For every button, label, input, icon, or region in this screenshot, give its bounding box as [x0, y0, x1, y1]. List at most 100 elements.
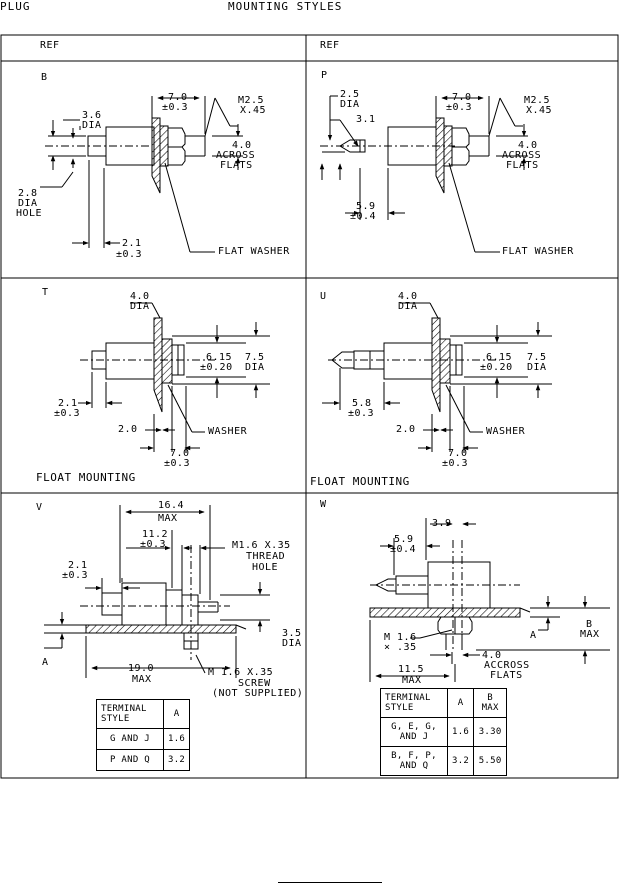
table-cell: P AND Q	[96, 749, 164, 771]
panel-t-washer: WASHER	[208, 426, 248, 437]
panel-p-dia: 2.5	[340, 89, 360, 100]
panel-v-table: TERMINAL STYLE A G AND J 1.6 P AND Q 3.2	[96, 699, 191, 771]
panel-b-dia-36: 3.6	[82, 110, 102, 121]
panel-b-thread: M2.5	[238, 95, 265, 106]
panel-b-len-tol: ±0.3	[116, 249, 143, 260]
panel-t-len: 2.1	[58, 398, 78, 409]
panel-v-35: 3.5	[282, 628, 302, 639]
panel-v-19: 19.0	[128, 663, 155, 674]
panel-t-len-tol: ±0.3	[54, 408, 81, 419]
panel-u-len: 5.8	[352, 398, 372, 409]
panel-u-drawing	[322, 302, 552, 452]
footer-rule	[278, 882, 382, 883]
table-header-a: A	[446, 688, 475, 718]
panel-v-screw-note: (NOT SUPPLIED)	[212, 688, 304, 699]
panel-p-af: 4.0	[518, 140, 538, 151]
panel-w-b-max: MAX	[580, 629, 600, 640]
panel-w-115-max: MAX	[402, 675, 422, 686]
panel-v-label: V	[36, 502, 43, 513]
panel-u-dia-label: DIA	[398, 301, 418, 312]
panel-b-thread-pitch: X.45	[240, 105, 267, 116]
panel-u-d7: 7.0	[448, 448, 468, 459]
panel-t-two: 2.0	[118, 424, 138, 435]
panel-p-label: P	[321, 70, 328, 81]
panel-u-615: 6.15	[486, 352, 513, 363]
panel-u-washer: WASHER	[486, 426, 526, 437]
table-header-a: A	[162, 699, 191, 729]
panel-b-label: B	[41, 72, 48, 83]
panel-t-label: T	[42, 287, 49, 298]
table-row: G AND J 1.6	[96, 728, 191, 750]
table-row: TERMINAL STYLE A B MAX	[380, 688, 508, 718]
panel-u-75: 7.5	[527, 352, 547, 363]
table-cell: 3.2	[162, 749, 191, 771]
panel-v-drawing	[44, 505, 270, 678]
panel-v-thread-label: THREAD	[246, 551, 286, 562]
table-cell: G AND J	[96, 728, 164, 750]
table-cell: 1.6	[446, 717, 475, 747]
panel-w-af-label2: FLATS	[490, 670, 523, 681]
plug-label: PLUG	[0, 0, 31, 13]
panel-w-59: 5.9	[394, 534, 414, 545]
panel-w-59-tol: ±0.4	[390, 544, 417, 555]
panel-w-b: B	[586, 619, 593, 630]
panel-v-a: A	[42, 657, 49, 668]
panel-p-af-label: ACROSS	[502, 150, 542, 161]
panel-u-615-tol: ±0.20	[480, 362, 513, 373]
panel-v-35-dia: DIA	[282, 638, 302, 649]
panel-b-dim-7-tol: ±0.3	[162, 102, 189, 113]
panel-v-len: 2.1	[68, 560, 88, 571]
panel-v-max-label: MAX	[158, 513, 178, 524]
panel-w-m16-pitch: × .35	[384, 642, 417, 653]
panel-v-19-max: MAX	[132, 674, 152, 685]
panel-p-drawing	[319, 95, 528, 253]
panel-p-pin: 3.1	[356, 114, 376, 125]
panel-t-dia-label: DIA	[130, 301, 150, 312]
panel-t-75-dia: DIA	[245, 362, 265, 373]
panel-w-39: 3.9	[432, 518, 452, 529]
panel-b-hole: 2.8	[18, 188, 38, 199]
table-header-style: TERMINAL STYLE	[96, 699, 164, 729]
table-row: B, F, P, AND Q 3.2 5.50	[380, 746, 508, 776]
panel-u-len-tol: ±0.3	[348, 408, 375, 419]
panel-v-thread-hole: HOLE	[252, 562, 279, 573]
panel-b-dim-7: 7.0	[168, 92, 188, 103]
panel-t-75: 7.5	[245, 352, 265, 363]
panel-b-af-label: ACROSS	[216, 150, 256, 161]
panel-p-len-tol: ±0.4	[350, 211, 377, 222]
panel-p-af-label2: FLATS	[506, 160, 539, 171]
panel-w-af: 4.0	[482, 650, 502, 661]
table-row: TERMINAL STYLE A	[96, 699, 191, 729]
panel-b-af-label2: FLATS	[220, 160, 253, 171]
panel-t-615-tol: ±0.20	[200, 362, 233, 373]
table-cell: B, F, P, AND Q	[380, 746, 448, 776]
panel-v-screw-label: SCREW	[238, 678, 271, 689]
panel-b-washer: FLAT WASHER	[218, 246, 290, 257]
panel-v-len-tol: ±0.3	[62, 570, 89, 581]
panel-w-table: TERMINAL STYLE A B MAX G, E, G, AND J 1.…	[380, 688, 508, 776]
panel-p-thread-pitch: X.45	[526, 105, 553, 116]
panel-v-max: 16.4	[158, 500, 185, 511]
ref-label-left: REF	[40, 40, 60, 51]
panel-b-dia-36-label: DIA	[82, 120, 102, 131]
table-cell: 3.2	[446, 746, 475, 776]
table-header-style: TERMINAL STYLE	[380, 688, 448, 718]
panel-u-d7-tol: ±0.3	[442, 458, 469, 469]
panel-t-float: FLOAT MOUNTING	[36, 471, 136, 484]
panel-b-hole-dia: DIA	[18, 198, 38, 209]
panel-v-112-tol: ±0.3	[140, 539, 167, 550]
panel-u-float: FLOAT MOUNTING	[310, 475, 410, 488]
panel-u-label: U	[320, 291, 327, 302]
panel-u-dia: 4.0	[398, 291, 418, 302]
table-row: G, E, G, AND J 1.6 3.30	[380, 717, 508, 747]
panel-w-af-label: ACCROSS	[484, 660, 530, 671]
panel-b-len: 2.1	[122, 238, 142, 249]
panel-w-a: A	[530, 630, 537, 641]
panel-p-len: 5.9	[356, 201, 376, 212]
panel-w-115: 11.5	[398, 664, 425, 675]
panel-u-two: 2.0	[396, 424, 416, 435]
page-title: MOUNTING STYLES	[228, 0, 343, 13]
panel-v-thread: M1.6 X.35	[232, 540, 291, 551]
table-cell: 3.30	[473, 717, 508, 747]
